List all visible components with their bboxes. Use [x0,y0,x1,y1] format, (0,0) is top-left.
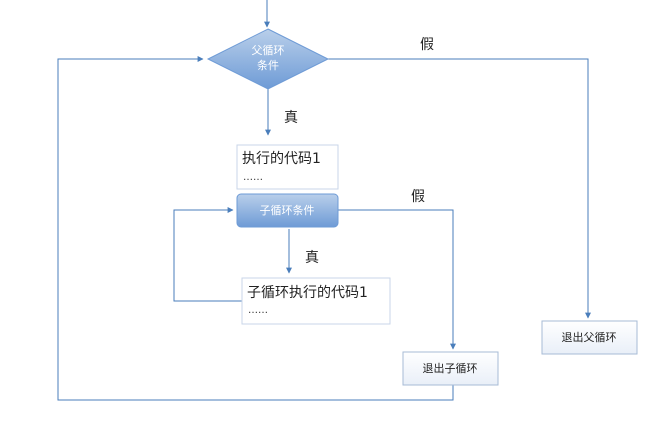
edge-child-false [338,209,456,350]
child-condition-label: 子循环条件 [260,203,315,217]
child-true-label: 真 [305,250,319,266]
exit-child-loop-label: 退出子循环 [423,361,478,375]
parent-code-block: 执行的代码1 …… [236,144,339,190]
parent-condition-node: 父循环 条件 [206,28,330,90]
parent-false-label: 假 [420,37,434,53]
exit-parent-loop-label: 退出父循环 [562,330,617,344]
parent-code-ellipsis: …… [243,172,263,183]
child-code-ellipsis: …… [248,305,268,316]
parent-condition-line1: 父循环 [252,44,285,57]
child-code-line1: 子循环执行的代码1 [247,285,368,301]
parent-true-label: 真 [284,110,298,126]
child-false-label: 假 [411,189,425,205]
parent-condition-line2: 条件 [257,58,279,72]
exit-parent-loop-node: 退出父循环 [541,320,638,355]
edge-parent-loop-back [57,56,454,401]
parent-code-line1: 执行的代码1 [242,151,321,167]
child-code-block: 子循环执行的代码1 …… [241,277,391,325]
exit-child-loop-node: 退出子循环 [402,351,499,386]
edge-parent-false [328,58,591,319]
child-condition-node: 子循环条件 [236,193,339,228]
edge-child-loop-back [173,207,242,302]
